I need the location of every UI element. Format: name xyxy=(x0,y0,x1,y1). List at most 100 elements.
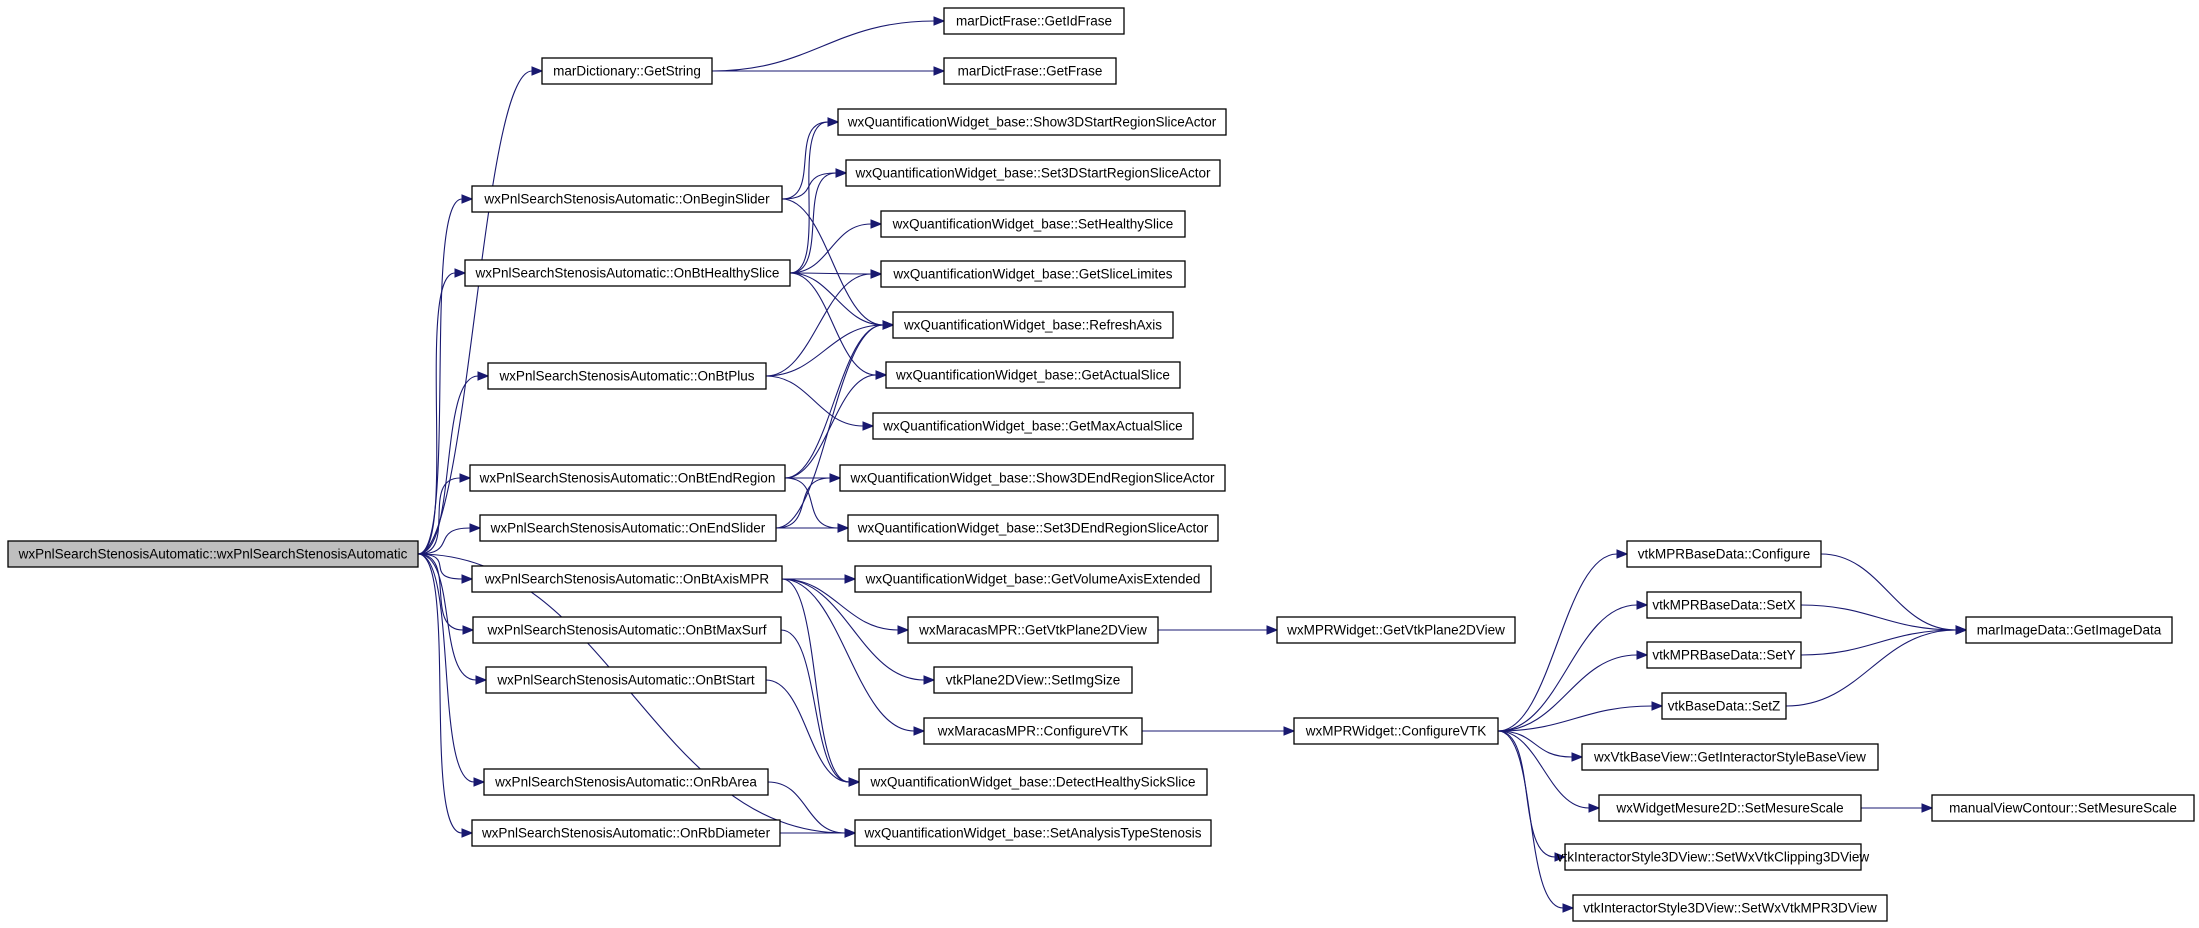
node-box xyxy=(839,464,1226,492)
node-label: wxMPRWidget::GetVtkPlane2DView xyxy=(1286,623,1505,638)
node-label: wxPnlSearchStenosisAutomatic::OnRbDiamet… xyxy=(481,826,771,841)
edge-mprw-configure-vtk-to-mesure2d-set-mesure-scale xyxy=(1497,730,1590,809)
node-mprw-get-vtk-plane2dview[interactable]: wxMPRWidget::GetVtkPlane2DView xyxy=(1276,616,1516,644)
node-box xyxy=(943,7,1125,35)
node-qw-set-analysis-type-stenosis[interactable]: wxQuantificationWidget_base::SetAnalysis… xyxy=(854,819,1212,847)
node-label: wxMaracasMPR::GetVtkPlane2DView xyxy=(918,623,1147,638)
arrowhead-on-bt-end-region xyxy=(459,473,472,483)
edge-mprw-configure-vtk-to-vtkmpr-setx xyxy=(1497,604,1638,732)
node-on-begin-slider[interactable]: wxPnlSearchStenosisAutomatic::OnBeginSli… xyxy=(471,185,783,213)
node-vtkmpr-sety[interactable]: vtkMPRBaseData::SetY xyxy=(1646,641,1802,669)
node-box xyxy=(837,108,1227,136)
node-box xyxy=(1276,616,1516,644)
edge-on-bt-healthy-slice-to-qw-show3d-start xyxy=(789,121,829,274)
edge-mprw-configure-vtk-to-vtkmpr-sety xyxy=(1497,654,1638,732)
node-label: vtkMPRBaseData::SetY xyxy=(1652,648,1795,663)
node-mesure2d-set-mesure-scale[interactable]: wxWidgetMesure2D::SetMesureScale xyxy=(1598,794,1862,822)
arrowhead-qw-set-analysis-type-stenosis xyxy=(844,828,857,838)
node-box xyxy=(847,514,1219,542)
node-mprw-configure-vtk[interactable]: wxMPRWidget::ConfigureVTK xyxy=(1293,717,1499,745)
node-label: wxQuantificationWidget_base::Set3DStartR… xyxy=(855,166,1211,181)
node-qw-get-actual-slice[interactable]: wxQuantificationWidget_base::GetActualSl… xyxy=(885,361,1181,389)
edge-root-to-on-rb-area xyxy=(417,553,475,783)
arrowhead-qw-refresh-axis xyxy=(882,320,895,330)
node-qw-show3d-end[interactable]: wxQuantificationWidget_base::Show3DEndRe… xyxy=(839,464,1226,492)
node-label: wxMPRWidget::ConfigureVTK xyxy=(1305,724,1487,739)
edge-on-bt-healthy-slice-to-qw-set-healthy-slice xyxy=(789,223,872,274)
arrowhead-qw-get-actual-slice xyxy=(875,370,888,380)
edge-root-to-on-bt-start xyxy=(417,553,477,681)
node-vtkmpr-setx[interactable]: vtkMPRBaseData::SetX xyxy=(1646,591,1802,619)
node-on-bt-max-surf[interactable]: wxPnlSearchStenosisAutomatic::OnBtMaxSur… xyxy=(472,616,782,644)
node-qw-get-volume-axis-extended[interactable]: wxQuantificationWidget_base::GetVolumeAx… xyxy=(854,565,1212,593)
node-on-bt-end-region[interactable]: wxPnlSearchStenosisAutomatic::OnBtEndReg… xyxy=(469,464,786,492)
node-label: wxQuantificationWidget_base::Show3DStart… xyxy=(847,115,1217,130)
node-on-bt-axis-mpr[interactable]: wxPnlSearchStenosisAutomatic::OnBtAxisMP… xyxy=(471,565,783,593)
edge-root-to-on-end-slider xyxy=(417,527,471,555)
edge-on-begin-slider-to-qw-show3d-start xyxy=(781,121,829,200)
node-qw-refresh-axis[interactable]: wxQuantificationWidget_base::RefreshAxis xyxy=(892,311,1174,339)
node-box xyxy=(1931,794,2195,822)
node-label: wxMaracasMPR::ConfigureVTK xyxy=(937,724,1129,739)
call-nodes: wxPnlSearchStenosisAutomatic::wxPnlSearc… xyxy=(7,7,2195,922)
node-label: wxQuantificationWidget_base::GetVolumeAx… xyxy=(865,572,1201,587)
edge-mprw-configure-vtk-to-vtkmpr-configure xyxy=(1497,553,1618,732)
node-qw-set3d-start[interactable]: wxQuantificationWidget_base::Set3DStartR… xyxy=(845,159,1221,187)
arrowhead-on-bt-axis-mpr xyxy=(461,574,474,584)
node-box xyxy=(854,565,1212,593)
node-qw-show3d-start[interactable]: wxQuantificationWidget_base::Show3DStart… xyxy=(837,108,1227,136)
node-box xyxy=(907,616,1159,644)
edge-on-bt-plus-to-qw-get-slice-limites xyxy=(765,273,872,377)
node-vtk-plane2d-set-img-size[interactable]: vtkPlane2DView::SetImgSize xyxy=(933,666,1133,694)
node-qw-get-slice-limites[interactable]: wxQuantificationWidget_base::GetSliceLim… xyxy=(880,260,1186,288)
node-label: wxPnlSearchStenosisAutomatic::OnEndSlide… xyxy=(490,521,766,536)
node-is3d-set-mpr3dview[interactable]: vtkInteractorStyle3DView::SetWxVtkMPR3DV… xyxy=(1572,894,1888,922)
arrowhead-mprw-configure-vtk xyxy=(1283,726,1296,736)
node-label: wxPnlSearchStenosisAutomatic::OnBtAxisMP… xyxy=(484,572,770,587)
arrowhead-on-bt-plus xyxy=(477,371,490,381)
arrowhead-manual-contour-set-mesure-scale xyxy=(1921,803,1934,813)
node-box xyxy=(7,540,419,568)
node-label: marDictFrase::GetIdFrase xyxy=(956,14,1112,29)
node-mpr-configure-vtk[interactable]: wxMaracasMPR::ConfigureVTK xyxy=(923,717,1143,745)
node-on-rb-diameter[interactable]: wxPnlSearchStenosisAutomatic::OnRbDiamet… xyxy=(471,819,781,847)
edge-root-to-on-bt-axis-mpr xyxy=(417,553,463,580)
node-label: wxPnlSearchStenosisAutomatic::OnRbArea xyxy=(494,775,757,790)
node-vtkmpr-configure[interactable]: vtkMPRBaseData::Configure xyxy=(1626,540,1822,568)
node-label: wxQuantificationWidget_base::GetActualSl… xyxy=(895,368,1170,383)
edge-mar-dict-getstring-to-mar-frase-getidfrase xyxy=(711,20,935,72)
node-box xyxy=(1626,540,1822,568)
node-manual-contour-set-mesure-scale[interactable]: manualViewContour::SetMesureScale xyxy=(1931,794,2195,822)
node-qw-set-healthy-slice[interactable]: wxQuantificationWidget_base::SetHealthyS… xyxy=(880,210,1186,238)
node-on-bt-healthy-slice[interactable]: wxPnlSearchStenosisAutomatic::OnBtHealth… xyxy=(464,259,791,287)
node-box xyxy=(1564,843,1862,871)
call-edges xyxy=(417,16,1968,913)
node-mar-dict-getstring[interactable]: marDictionary::GetString xyxy=(541,57,713,85)
arrowhead-on-bt-healthy-slice xyxy=(454,268,467,278)
node-on-end-slider[interactable]: wxPnlSearchStenosisAutomatic::OnEndSlide… xyxy=(479,514,777,542)
node-qw-get-max-actual-slice[interactable]: wxQuantificationWidget_base::GetMaxActua… xyxy=(872,412,1194,440)
arrowhead-vtkmpr-sety xyxy=(1636,650,1649,660)
arrowhead-mpr-configure-vtk xyxy=(913,726,926,736)
node-box xyxy=(471,819,781,847)
node-qw-set3d-end[interactable]: wxQuantificationWidget_base::Set3DEndReg… xyxy=(847,514,1219,542)
node-label: wxPnlSearchStenosisAutomatic::wxPnlSearc… xyxy=(18,547,408,562)
node-qw-detect-healthy-sick-slice[interactable]: wxQuantificationWidget_base::DetectHealt… xyxy=(858,768,1208,796)
node-mar-frase-getfrase[interactable]: marDictFrase::GetFrase xyxy=(943,57,1117,85)
node-is3d-set-clipping[interactable]: vtkInteractorStyle3DView::SetWxVtkClippi… xyxy=(1557,843,1870,871)
node-mar-frase-getidfrase[interactable]: marDictFrase::GetIdFrase xyxy=(943,7,1125,35)
node-mar-image-get-image-data[interactable]: marImageData::GetImageData xyxy=(1965,616,2173,644)
arrowhead-qw-get-volume-axis-extended xyxy=(844,574,857,584)
edge-root-to-mar-dict-getstring xyxy=(417,70,533,555)
edge-root-to-on-bt-plus xyxy=(417,375,479,555)
node-on-rb-area[interactable]: wxPnlSearchStenosisAutomatic::OnRbArea xyxy=(483,768,769,796)
node-vtkbaseview-get-interactor-style[interactable]: wxVtkBaseView::GetInteractorStyleBaseVie… xyxy=(1581,743,1879,771)
node-on-bt-plus[interactable]: wxPnlSearchStenosisAutomatic::OnBtPlus xyxy=(487,362,767,390)
node-mpr-get-vtk-plane2dview[interactable]: wxMaracasMPR::GetVtkPlane2DView xyxy=(907,616,1159,644)
edge-root-to-on-bt-max-surf xyxy=(417,553,464,631)
node-on-bt-start[interactable]: wxPnlSearchStenosisAutomatic::OnBtStart xyxy=(485,666,767,694)
node-vtkbase-setz[interactable]: vtkBaseData::SetZ xyxy=(1661,692,1787,720)
node-box xyxy=(880,210,1186,238)
node-root[interactable]: wxPnlSearchStenosisAutomatic::wxPnlSearc… xyxy=(7,540,419,568)
